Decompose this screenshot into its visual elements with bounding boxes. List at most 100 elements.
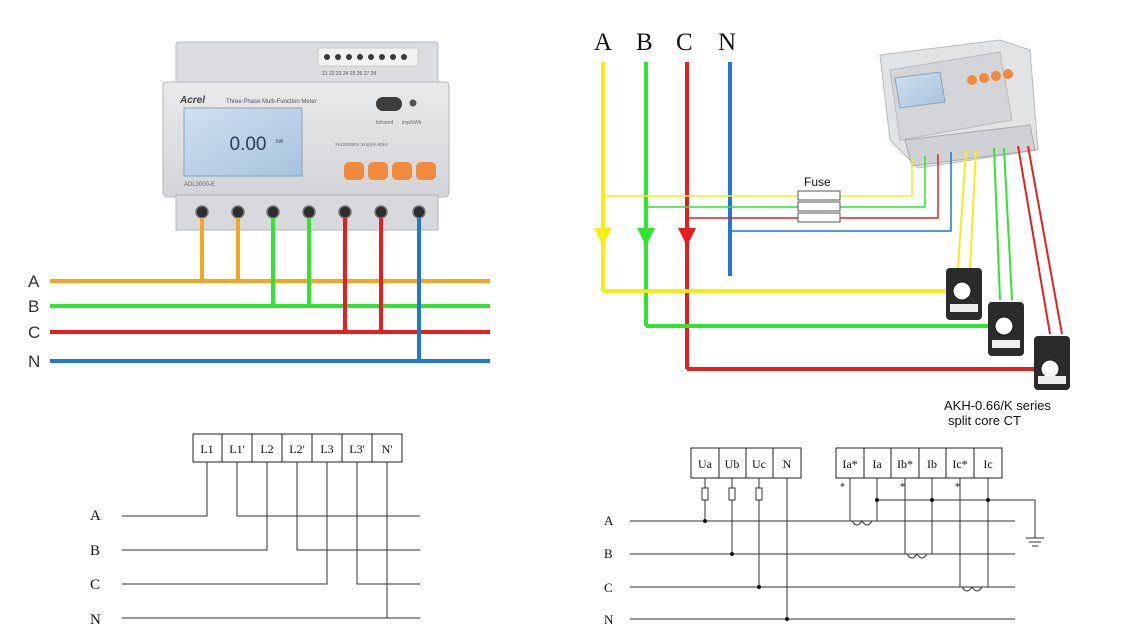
ground-return xyxy=(877,499,1036,538)
phase-label-c: C xyxy=(28,323,40,342)
schematic-1: L1 L1' L2 L2' L3 L3' N' A B C N xyxy=(90,433,420,628)
meter-title: Three Phase Multi-Function Meter xyxy=(226,99,317,105)
wiring-2 xyxy=(601,62,1045,371)
pulse-label: imp/kWh xyxy=(402,120,422,126)
schematic-1-lines xyxy=(122,462,420,619)
phase-labels-s1: A B C N xyxy=(90,508,101,628)
line-a-to-l1 xyxy=(122,462,208,517)
meter-buttons xyxy=(344,162,436,180)
meter-illustration-1: 21 22 23 24 25 26 27 28 Acrel Three Phas… xyxy=(162,41,450,231)
ct-a-lead-1 xyxy=(957,149,967,269)
junction-dots xyxy=(703,498,990,621)
spec-label: 3×220/380V 3×1(6)A 50Hz xyxy=(335,142,389,147)
ct-b-label-plate xyxy=(992,340,1020,348)
voltage-terminal-strip xyxy=(690,447,802,479)
meter2-lcd xyxy=(894,71,946,109)
terminal-ia: Ia xyxy=(872,457,882,471)
meter-illustration-2 xyxy=(879,39,1039,169)
line-b-to-l2 xyxy=(122,462,268,551)
phase-labels-2: A B C N xyxy=(594,29,736,56)
terminal-ic-star: Ic* xyxy=(952,457,967,471)
bottom-terminal-screws xyxy=(195,205,426,219)
schematic-2: Ua Ub Uc N Ia* Ia Ib* Ib Ic* Ic xyxy=(604,447,1044,627)
ct-c xyxy=(1034,336,1070,390)
ct-coil-a xyxy=(851,520,873,526)
ct-caption-line1: AKH-0.66/K series xyxy=(944,398,1051,413)
arrow-a-icon xyxy=(594,228,612,246)
esc-button[interactable] xyxy=(344,162,364,180)
phase-labels-s2: A B C N xyxy=(604,513,614,627)
top-terminal-numbers: 21 22 23 24 25 26 27 28 xyxy=(322,71,376,77)
terminal-labels-1: L1 L1' L2 L2' L3 L3' N' xyxy=(200,442,392,456)
ct-c-lead-2 xyxy=(1027,145,1063,335)
meter2-button[interactable] xyxy=(979,73,989,83)
fuse-label: Fuse xyxy=(804,175,831,189)
phase-label-c: C xyxy=(676,29,693,56)
ct-c-window xyxy=(1040,359,1060,379)
fuse-ub xyxy=(728,487,736,501)
terminal-ic: Ic xyxy=(983,457,992,471)
meter2-button[interactable] xyxy=(991,71,1001,81)
terminal-l1-prime: L1' xyxy=(229,442,245,456)
polarity-mark-c: * xyxy=(955,482,960,493)
phase-label-a: A xyxy=(90,508,101,524)
polarity-mark-a: * xyxy=(840,482,845,493)
ct-c-label-plate xyxy=(1038,376,1066,384)
ct-b-lead-2 xyxy=(1003,147,1013,301)
terminal-l2: L2 xyxy=(260,442,273,456)
fuse-ua xyxy=(701,487,709,501)
line-l2-prime-to-b xyxy=(296,462,420,551)
current-arrows xyxy=(594,228,696,246)
tap-a xyxy=(603,158,913,197)
down-button[interactable] xyxy=(392,162,412,180)
infrared-label: Infrared xyxy=(376,120,393,126)
polarity-mark-b: * xyxy=(900,482,905,493)
meter2-button[interactable] xyxy=(1003,69,1013,79)
phase-label-b: B xyxy=(636,29,653,56)
schematic-2-lines xyxy=(630,478,1044,620)
arrow-c-icon xyxy=(678,228,696,246)
ct-a-window xyxy=(952,281,972,301)
ct-caption-line2: split core CT xyxy=(948,413,1021,428)
ct-a xyxy=(946,268,982,320)
meter2-button[interactable] xyxy=(967,75,977,85)
phase-label-b: B xyxy=(604,546,613,561)
lcd-screen xyxy=(183,107,303,177)
enter-button[interactable] xyxy=(416,162,436,180)
voltage-taps xyxy=(603,152,952,232)
phase-label-a: A xyxy=(594,29,612,56)
meter2-buttons xyxy=(967,69,1013,85)
phase-label-b: B xyxy=(28,297,39,316)
wiring-1 xyxy=(50,218,490,363)
terminal-uc: Uc xyxy=(752,457,766,471)
voltage-terminal-labels: Ua Ub Uc N xyxy=(698,457,792,471)
fuse-b xyxy=(797,201,841,212)
line-l3-prime-to-c xyxy=(356,462,420,585)
terminal-n-prime: N' xyxy=(382,442,393,456)
current-terminal-strip xyxy=(835,447,1003,479)
terminal-l3: L3 xyxy=(320,442,333,456)
current-terminal-labels: Ia* Ia Ib* Ib Ic* Ic xyxy=(842,457,992,471)
ct-coils xyxy=(851,520,983,592)
line-c-to-l3 xyxy=(122,462,328,585)
arrow-b-icon xyxy=(637,228,655,246)
line-l1-prime-to-a xyxy=(236,462,420,517)
phase-label-c: C xyxy=(604,580,613,595)
terminal-n: N xyxy=(783,457,792,471)
phase-label-a: A xyxy=(28,272,40,291)
phase-labels-1: A B C N xyxy=(28,272,40,371)
infrared-port xyxy=(376,97,402,111)
ct-b xyxy=(988,302,1024,356)
polarity-marks: * * * xyxy=(840,482,960,493)
lcd-value: 0.00 xyxy=(230,134,267,155)
terminal-ia-star: Ia* xyxy=(842,457,857,471)
fuse-c xyxy=(797,212,841,223)
phase-label-n: N xyxy=(604,612,614,627)
terminal-ib-star: Ib* xyxy=(897,457,913,471)
terminal-ib: Ib xyxy=(927,457,937,471)
up-button[interactable] xyxy=(368,162,388,180)
brand-logo: Acrel xyxy=(179,95,205,106)
terminal-ub: Ub xyxy=(725,457,740,471)
